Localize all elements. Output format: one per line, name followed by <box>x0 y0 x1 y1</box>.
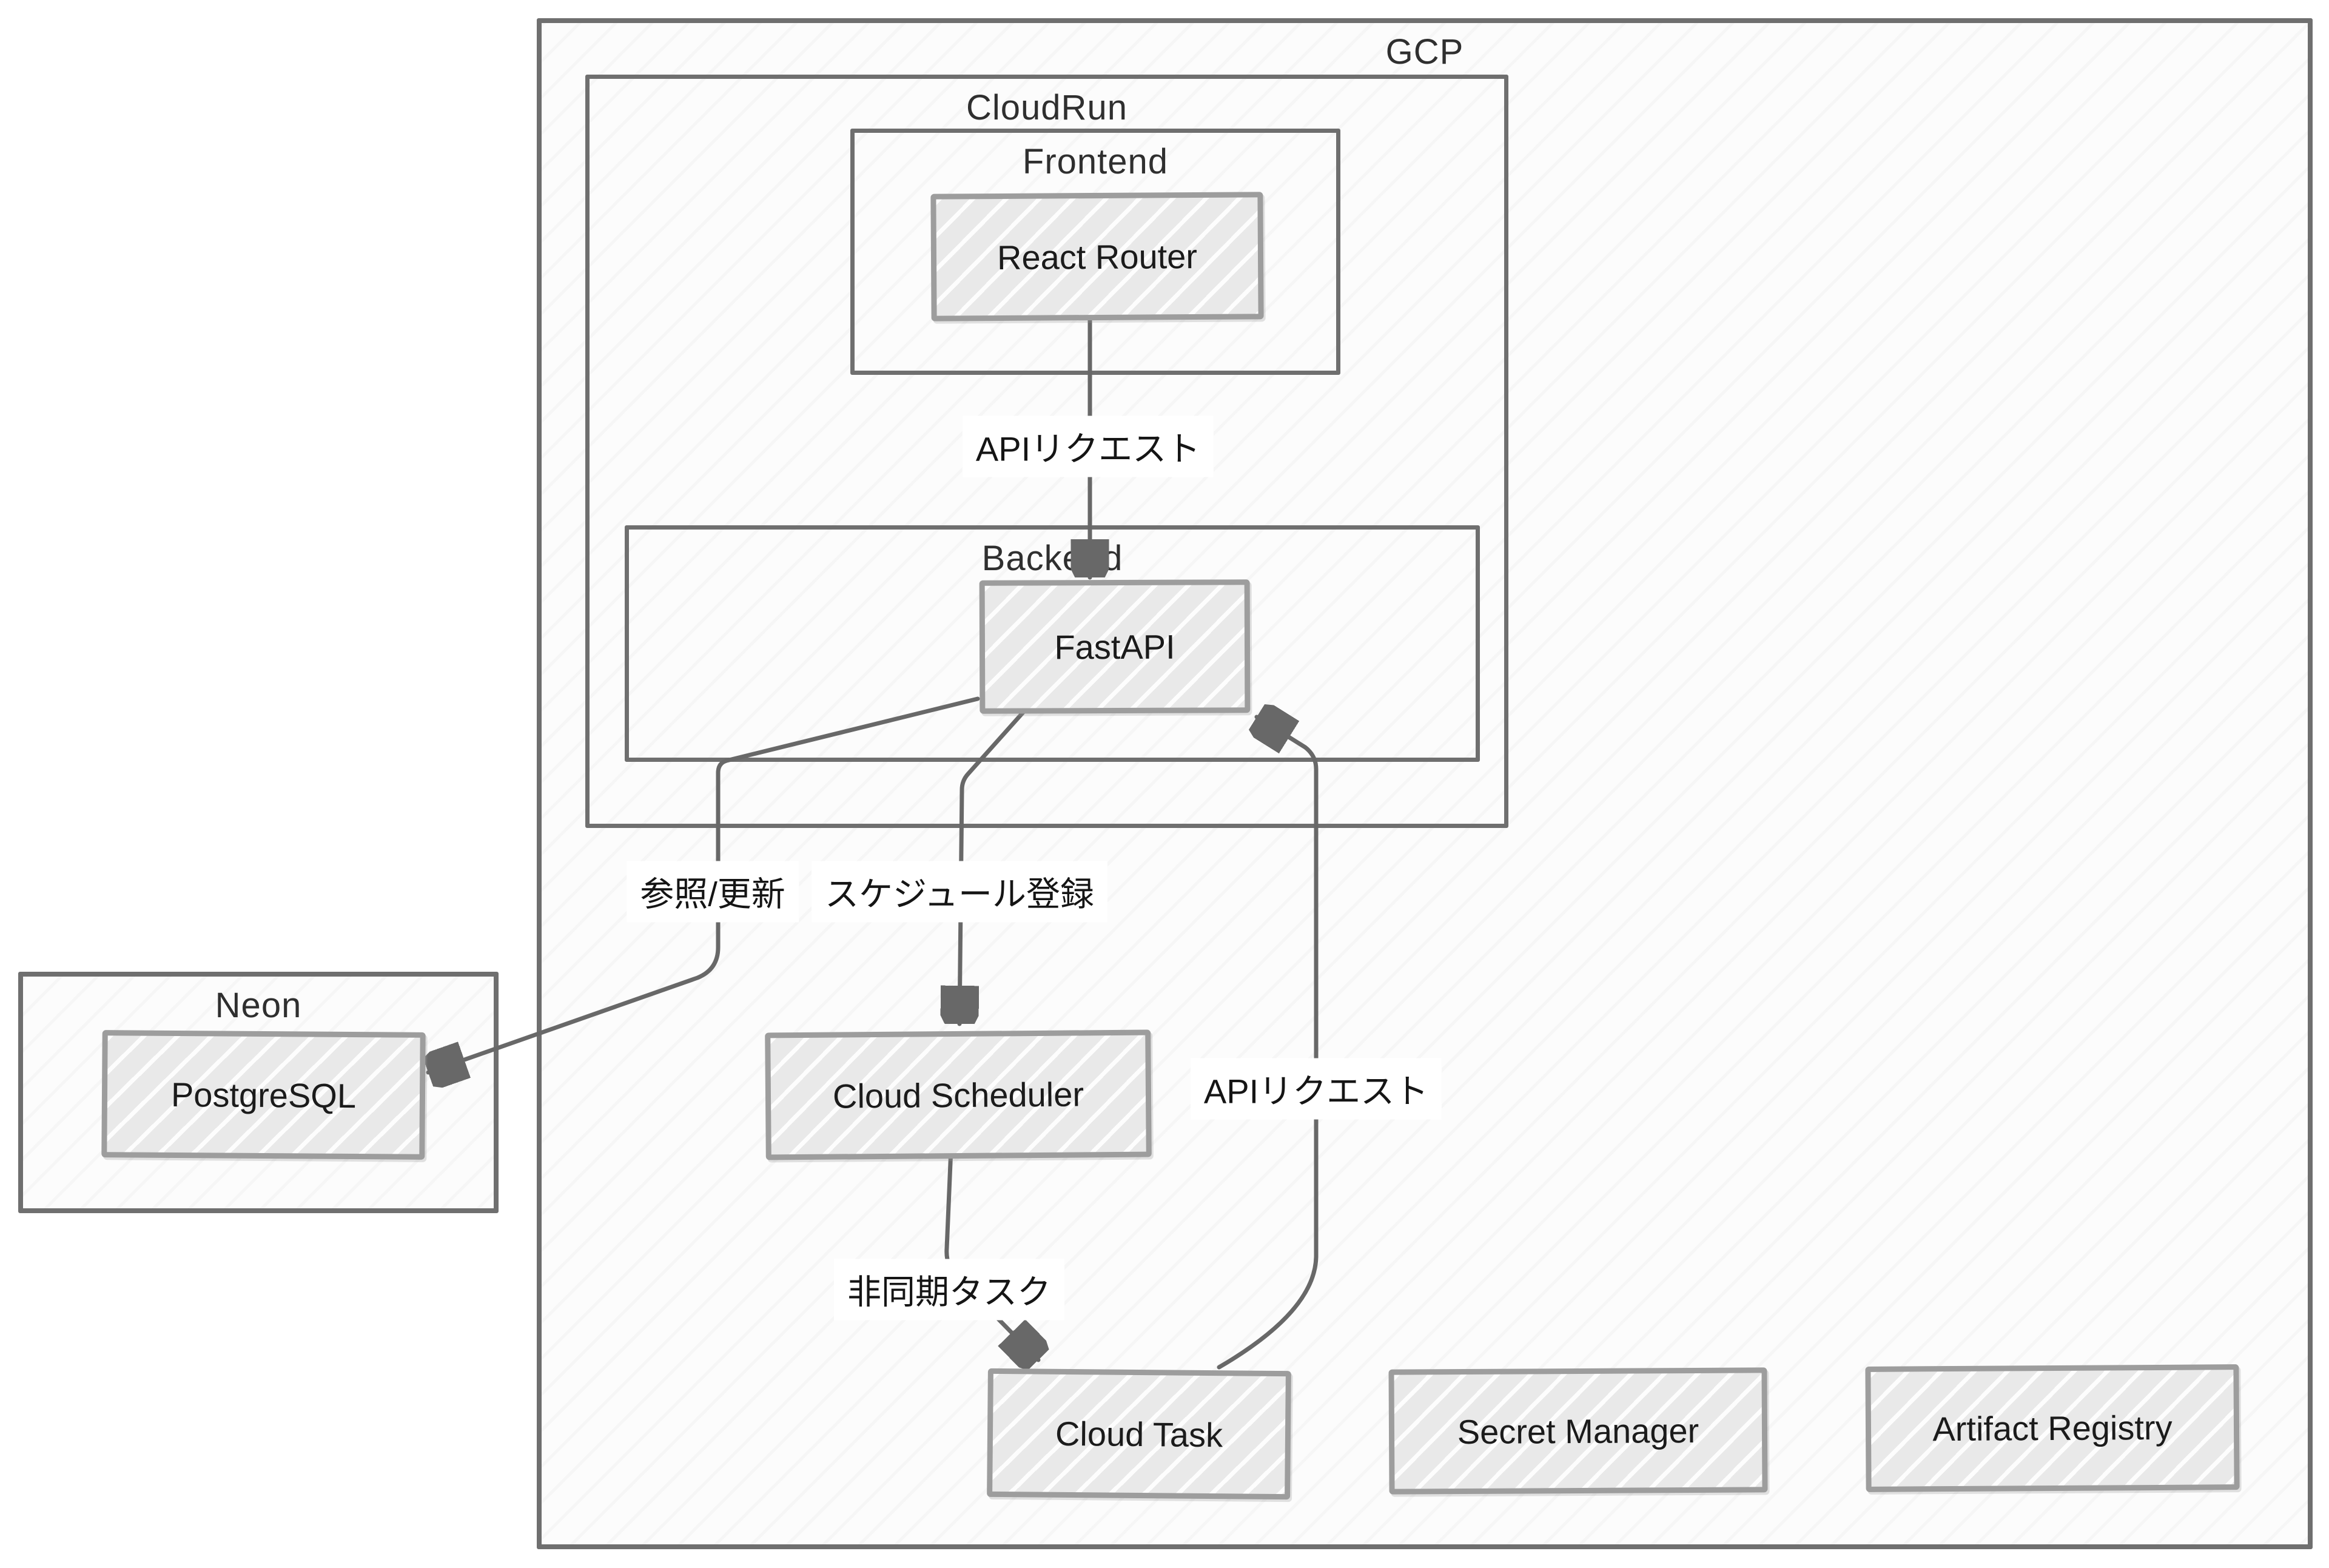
container-neon-label: Neon <box>215 986 302 1025</box>
container-cloudrun: CloudRun <box>585 75 1508 828</box>
node-fastapi-label: FastAPI <box>1054 627 1175 666</box>
node-postgresql-label: PostgreSQL <box>170 1075 357 1115</box>
edge-schedule-register <box>959 702 1032 1026</box>
edge-ref-update <box>428 696 980 1072</box>
node-cloud-scheduler-label: Cloud Scheduler <box>832 1074 1084 1115</box>
edge-label-async-task: 非同期タスク <box>834 1259 1064 1321</box>
node-react-router-label: React Router <box>996 237 1198 277</box>
node-fastapi: FastAPI <box>979 579 1251 714</box>
edge-api-request-task <box>1217 717 1319 1370</box>
node-cloud-task-label: Cloud Task <box>1055 1414 1223 1454</box>
node-artifact-registry-label: Artifact Registry <box>1932 1408 2173 1449</box>
edge-label-api-request-task: APIリクエスト <box>1190 1058 1442 1120</box>
node-cloud-scheduler: Cloud Scheduler <box>765 1029 1152 1160</box>
container-gcp-label: GCP <box>1385 32 1464 72</box>
node-react-router: React Router <box>930 192 1264 321</box>
node-artifact-registry: Artifact Registry <box>1865 1364 2240 1492</box>
edge-label-schedule-register: スケジュール登録 <box>811 861 1108 923</box>
container-frontend: Frontend <box>850 129 1340 375</box>
edge-async-task <box>944 1146 1038 1360</box>
container-frontend-label: Frontend <box>1022 142 1169 181</box>
node-secret-manager-label: Secret Manager <box>1457 1411 1699 1451</box>
container-cloudrun-label: CloudRun <box>966 88 1128 127</box>
edge-label-api-request-frontend: APIリクエスト <box>962 416 1214 477</box>
node-secret-manager: Secret Manager <box>1388 1367 1768 1495</box>
edge-label-ref-update: 参照/更新 <box>627 861 799 923</box>
node-postgresql: PostgreSQL <box>101 1030 426 1160</box>
node-cloud-task: Cloud Task <box>987 1368 1291 1500</box>
